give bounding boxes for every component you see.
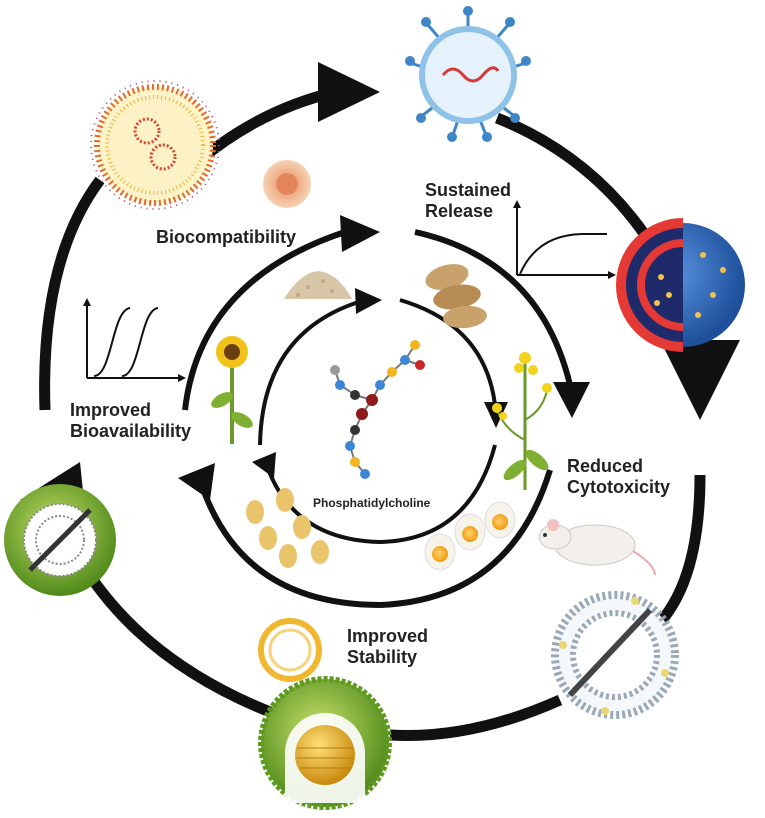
egg-icon	[424, 501, 516, 571]
inner-arrowhead-top	[355, 288, 382, 314]
sunflower-icon	[211, 336, 253, 444]
peanut-icon	[425, 264, 487, 329]
sigmoid-curve-icon	[83, 298, 186, 382]
middle-arrowhead-top	[340, 215, 380, 252]
middle-arrowhead-left	[178, 463, 215, 500]
virus-like-particle-icon	[405, 6, 531, 142]
outer-arrow-lower-left	[75, 557, 273, 718]
ring-icon	[258, 618, 322, 682]
solid-lipid-nanoparticle-icon	[258, 676, 392, 810]
label-biocompatibility: Biocompatibility	[156, 227, 297, 247]
middle-arrow-bottom-left	[197, 479, 381, 608]
label-phosphatidylcholine: Phosphatidylcholine	[313, 496, 431, 510]
cut-nanoparticle-icon	[616, 218, 745, 352]
inner-arrowheads	[252, 288, 508, 478]
outer-arrowhead-right	[660, 340, 740, 420]
outer-arrow-bottom	[389, 694, 563, 742]
inner-arrowhead-right	[484, 402, 508, 428]
middle-cycle-arrows	[182, 229, 573, 608]
inner-arrowhead-left	[252, 452, 276, 478]
outer-arrow-top	[196, 86, 337, 165]
middle-arrowhead-right	[553, 382, 590, 418]
outer-arrowhead-top	[318, 62, 380, 122]
cell-icon	[263, 160, 311, 208]
middle-arrow-top-left	[182, 229, 346, 411]
label-sustained-release: Sustained Release	[425, 180, 512, 221]
label-improved-stability: Improved Stability	[347, 626, 429, 667]
label-reduced-cytotoxicity: Reduced Cytotoxicity	[567, 456, 671, 497]
molecule-icon	[330, 340, 425, 479]
soybean-icon	[246, 488, 329, 568]
inner-arrow-top-left	[258, 298, 366, 446]
rapeseed-plant-icon	[492, 352, 552, 490]
middle-arrow-top-right	[414, 229, 573, 386]
label-improved-bioavailability: Improved Bioavailability	[70, 400, 192, 441]
liposome-icon	[90, 80, 220, 210]
bilayer-liposome-icon	[551, 591, 679, 719]
outer-arrow-left	[39, 176, 105, 411]
green-nanoparticle-icon	[4, 484, 116, 596]
middle-arrow-bottom-right	[379, 469, 553, 608]
release-curve-icon	[513, 200, 616, 279]
middle-arrowheads	[178, 215, 590, 500]
powder-icon	[284, 271, 352, 299]
inner-arrow-top-right	[399, 298, 497, 406]
mouse-icon	[538, 519, 656, 576]
